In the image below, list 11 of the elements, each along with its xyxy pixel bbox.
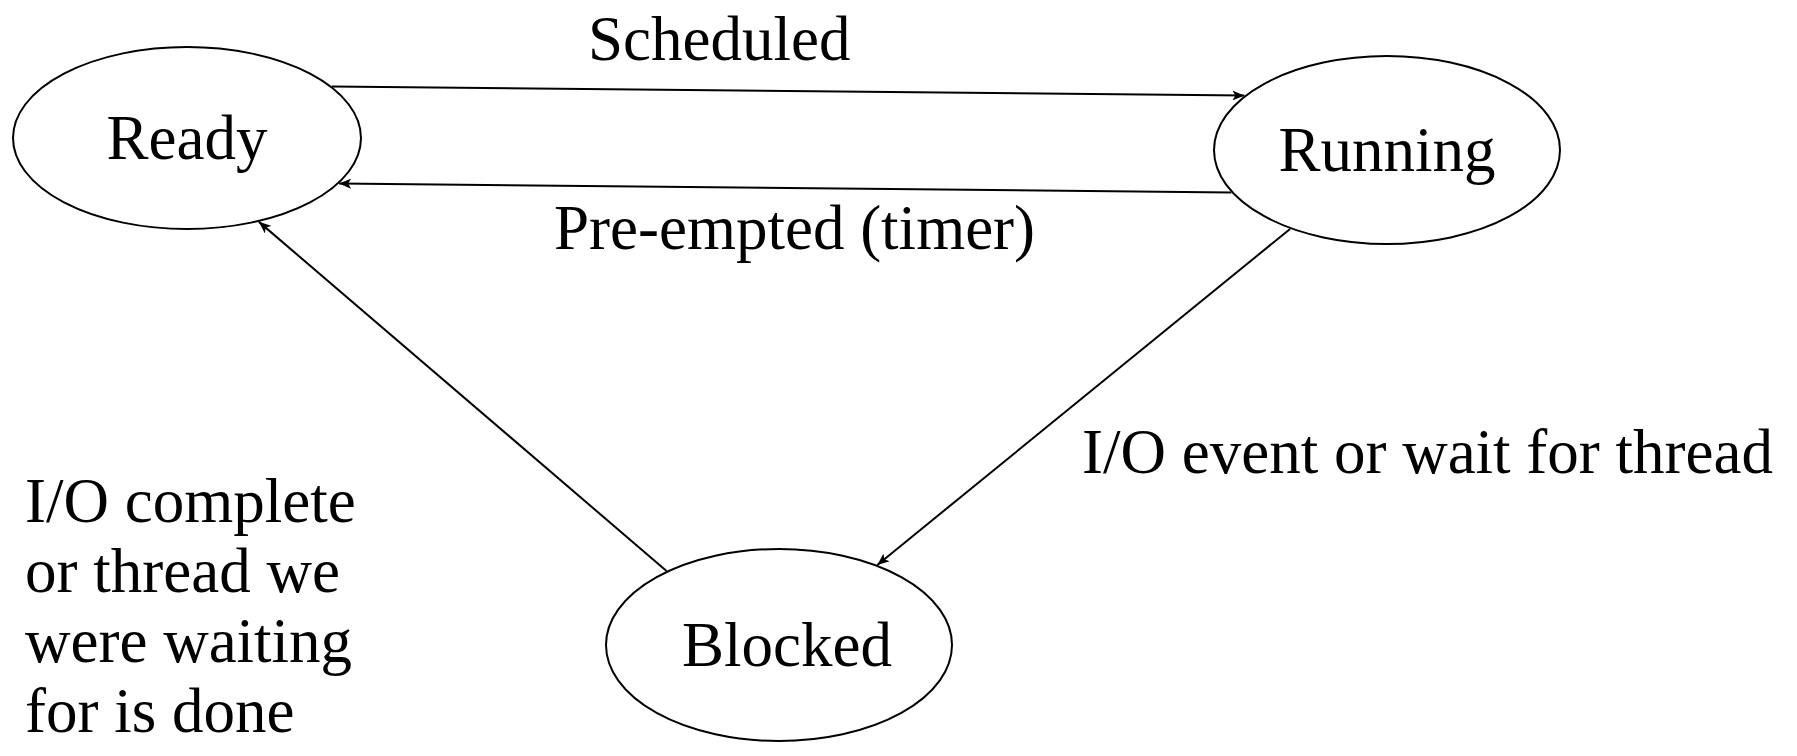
arrow	[338, 178, 1233, 194]
state-name: Ready	[106, 101, 268, 175]
edge-label: Pre-empted (timer)	[554, 193, 1036, 263]
arrow	[876, 227, 1292, 566]
state-name: Running	[1278, 113, 1496, 187]
state-name: Blocked	[682, 608, 892, 682]
arrow	[257, 220, 668, 572]
edge-label: Scheduled	[588, 4, 851, 74]
edge-label: I/O complete or thread we were waiting for is done	[25, 466, 357, 746]
edge-label: I/O event or wait for thread	[1082, 417, 1773, 487]
arrow	[330, 85, 1246, 101]
